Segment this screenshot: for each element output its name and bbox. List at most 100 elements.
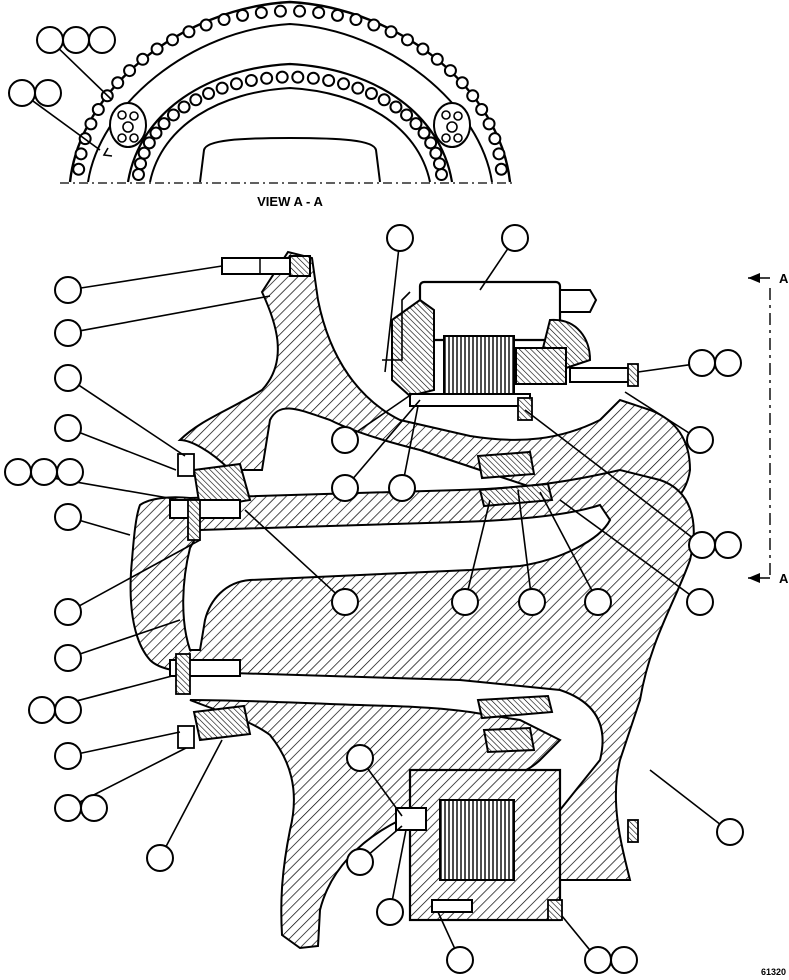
callout-balloon: [331, 588, 359, 616]
outer-bolt-hole: [430, 52, 444, 66]
outer-bolt-hole: [293, 4, 307, 18]
outer-bolt-hole: [416, 42, 430, 56]
callout-balloon: [54, 276, 82, 304]
leader-line: [561, 915, 591, 951]
leader-line: [80, 731, 181, 755]
inner-bolt-hole: [149, 126, 163, 140]
callout-balloon: [54, 503, 82, 531]
leader-line: [517, 489, 532, 590]
callout-balloon: [54, 319, 82, 347]
upper-outer-bearing: [476, 450, 554, 508]
leader-line: [624, 391, 690, 434]
outer-bolt-hole: [199, 18, 213, 32]
outer-bolt-hole: [74, 147, 88, 161]
leader-line: [80, 619, 181, 655]
callout-balloon: [714, 349, 742, 377]
callout-balloon: [346, 744, 374, 772]
inner-bolt-hole: [377, 93, 391, 107]
inner-bolt-hole: [131, 168, 145, 182]
leader-lines: [30, 48, 721, 951]
outer-bolt-hole: [455, 76, 469, 90]
callout-balloon: [518, 588, 546, 616]
callout-balloon: [714, 531, 742, 559]
callout-balloon: [686, 426, 714, 454]
inner-bolt-hole: [291, 70, 305, 84]
outer-bolt-hole: [400, 33, 414, 47]
leader-line: [165, 739, 223, 847]
inner-flange-arc: [126, 62, 454, 183]
outer-bolt-hole: [123, 64, 137, 78]
outer-bolt-hole: [91, 103, 105, 117]
outer-bolt-hole: [236, 8, 250, 22]
lower-hub-bolt: [169, 653, 252, 749]
leader-line: [79, 747, 187, 803]
inner-bolt-hole: [417, 126, 431, 140]
outer-bolt-hole: [166, 33, 180, 47]
outer-bolt-hole: [494, 162, 508, 176]
right-valve-cluster: [433, 102, 471, 148]
inner-bolt-hole: [429, 146, 443, 160]
callout-balloon: [62, 26, 90, 54]
callout-balloon: [54, 414, 82, 442]
inner-bolt-hole: [322, 73, 336, 87]
hub-outline: [199, 136, 381, 183]
inner-bolt-hole: [432, 157, 446, 171]
callout-balloon: [331, 426, 359, 454]
leader-line: [467, 499, 491, 590]
section-line-a: A A: [748, 271, 789, 586]
callout-balloon: [688, 349, 716, 377]
leader-line: [80, 295, 271, 332]
outer-bolt-holes: [72, 4, 508, 176]
lower-housing: [189, 699, 562, 950]
callout-balloon: [501, 224, 529, 252]
leader-line: [384, 250, 400, 373]
callout-balloon: [386, 224, 414, 252]
callout-balloon: [686, 588, 714, 616]
outer-bolt-hole: [273, 4, 287, 18]
outer-bolt-hole: [492, 147, 506, 161]
outer-bolt-hole: [349, 13, 363, 27]
leader-line: [32, 100, 101, 151]
leader-line: [437, 911, 456, 949]
callout-balloon: [54, 696, 82, 724]
inner-bolt-hole: [134, 157, 148, 171]
leader-line: [79, 431, 177, 471]
leader-line: [366, 768, 403, 817]
callout-balloon: [30, 458, 58, 486]
leader-line: [79, 539, 201, 607]
leader-line: [369, 825, 403, 855]
outer-flange-inner-arc: [87, 22, 493, 183]
outer-bolt-hole: [367, 18, 381, 32]
inner-bolt-hole: [166, 108, 180, 122]
outer-bolt-hole: [136, 52, 150, 66]
spindle-bore: [182, 503, 612, 651]
leader-line: [78, 384, 186, 457]
left-valve-cluster: [102, 102, 147, 157]
inner-bolt-hole: [400, 108, 414, 122]
inner-bolt-holes: [131, 70, 449, 182]
outer-bolt-hole: [312, 6, 326, 20]
section-letter-top: A: [779, 271, 789, 286]
upper-brake-caliper: [382, 280, 639, 421]
leader-line: [244, 509, 336, 594]
inner-bolt-hole: [364, 87, 378, 101]
view-title: VIEW A - A: [257, 194, 323, 209]
inner-bolt-hole: [244, 73, 258, 87]
inner-bolt-hole: [215, 81, 229, 95]
inner-bolt-hole: [424, 136, 438, 150]
hub-cross-section: [129, 250, 695, 950]
outer-bolt-hole: [466, 89, 480, 103]
callout-balloon: [146, 844, 174, 872]
callout-balloon: [388, 474, 416, 502]
leader-line: [649, 769, 721, 825]
section-letter-bottom: A: [779, 571, 789, 586]
callout-balloon: [28, 696, 56, 724]
upper-inner-bearing: [169, 453, 252, 541]
lower-outer-bearing: [476, 694, 554, 754]
inner-bolt-hole: [306, 71, 320, 85]
inner-bolt-hole: [142, 136, 156, 150]
callout-balloons: [4, 26, 744, 974]
leader-line: [355, 393, 413, 434]
callout-balloon: [346, 848, 374, 876]
